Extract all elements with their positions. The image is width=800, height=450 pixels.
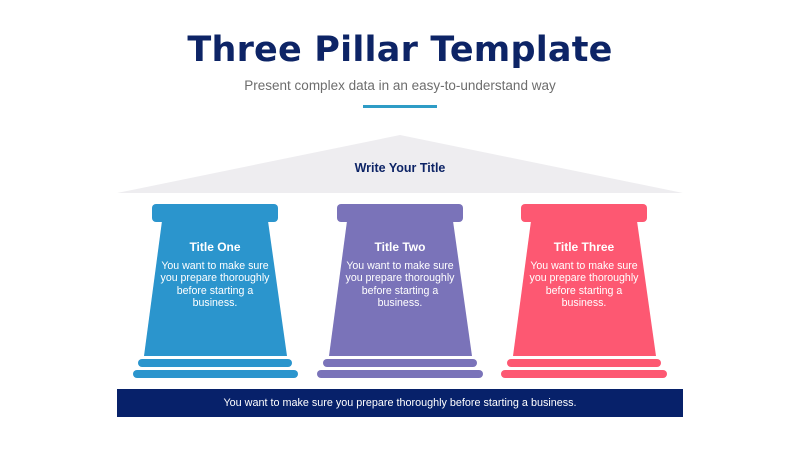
page-subtitle: Present complex data in an easy-to-under… <box>244 78 556 93</box>
pillar-one-shape <box>133 204 298 378</box>
pillar-one-content: Title One You want to make sure you prep… <box>160 240 270 309</box>
roof-title: Write Your Title <box>354 161 446 175</box>
pillar-one-body: You want to make sure you prepare thorou… <box>160 260 270 309</box>
pillar-three-content: Title Three You want to make sure you pr… <box>529 240 639 309</box>
pillar-one-title: Title One <box>189 240 241 254</box>
pillar-three-shape <box>501 204 667 378</box>
pillar-three-body: You want to make sure you prepare thorou… <box>529 260 639 309</box>
pillar-two-shape <box>317 204 483 378</box>
page-title: Three Pillar Template <box>187 30 613 70</box>
footer-banner: You want to make sure you prepare thorou… <box>117 389 683 417</box>
roof-shape <box>117 135 683 193</box>
pillar-two-title: Title Two <box>374 240 426 254</box>
pillar-two-body: You want to make sure you prepare thorou… <box>345 260 455 309</box>
title-underline <box>363 105 437 108</box>
pillar-two-content: Title Two You want to make sure you prep… <box>345 240 455 309</box>
pillar-three-title: Title Three <box>553 240 615 254</box>
footer-banner-text: You want to make sure you prepare thorou… <box>223 397 577 409</box>
